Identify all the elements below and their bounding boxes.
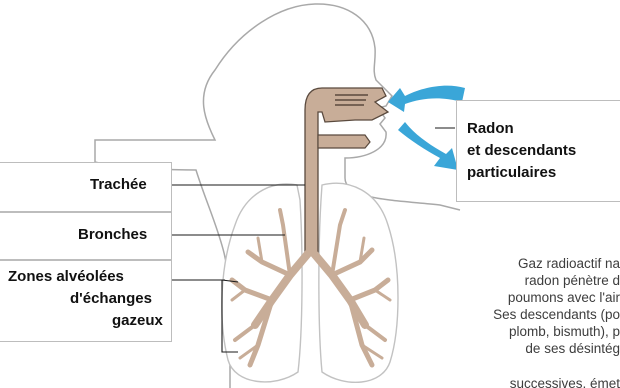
zones-label-line3: gazeux: [112, 312, 163, 330]
bronches-label: Bronches: [78, 226, 147, 244]
trachee-label: Trachée: [90, 176, 147, 194]
zones-label-line1: Zones alvéolées: [8, 268, 124, 286]
side-text-line: poumons avec l'air: [508, 290, 620, 307]
inhalation-arrow: [388, 86, 465, 112]
side-text-line: plomb, bismuth), p: [509, 324, 620, 341]
side-text-line: successives, émet: [510, 376, 620, 388]
side-text-line: Ses descendants (po: [493, 307, 620, 324]
radon-label-line2: et descendants: [467, 142, 576, 160]
exhalation-arrow: [398, 122, 458, 170]
radon-label-line3: particulaires: [467, 164, 556, 182]
side-text-line: Gaz radioactif na: [518, 256, 620, 273]
side-text-line: radon pénètre d: [525, 273, 620, 290]
radon-label-line1: Radon: [467, 120, 514, 138]
zones-label-line2: d'échanges: [70, 290, 152, 308]
side-text-line: de ses désintég: [525, 341, 620, 358]
oral-cavity: [318, 135, 370, 148]
